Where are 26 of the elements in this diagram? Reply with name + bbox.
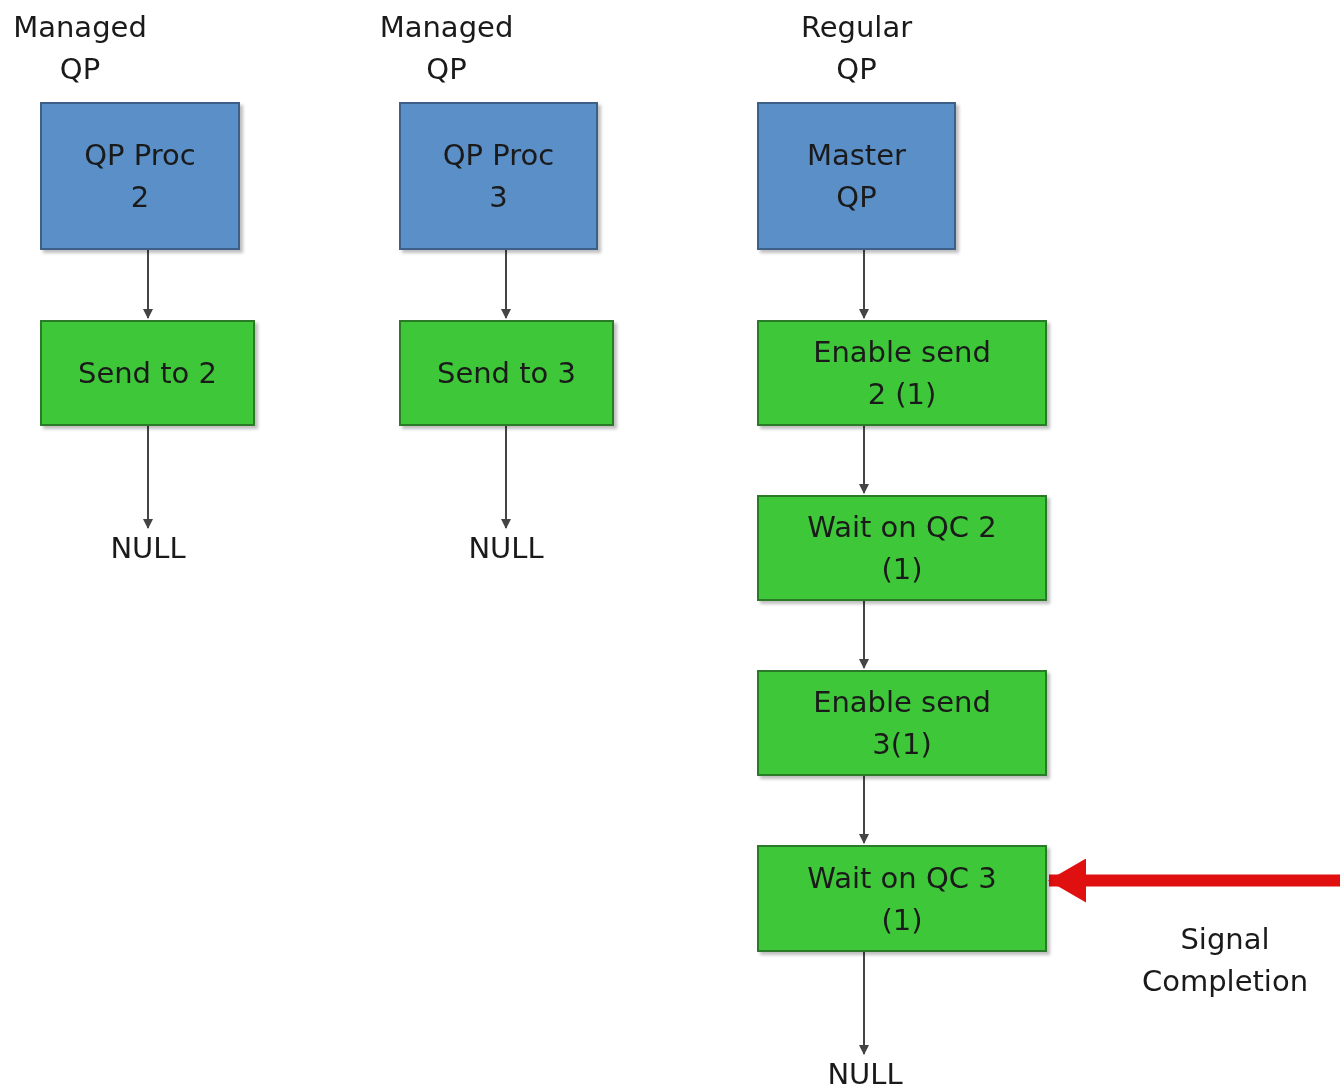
process-box: Send to 3	[399, 320, 614, 426]
signal-arrow	[1048, 858, 1340, 903]
terminal-text: NULL	[810, 1056, 920, 1090]
process-box: QP Proc 3	[399, 102, 598, 250]
arrow	[859, 951, 869, 1055]
column-heading: Managed QP	[378, 9, 515, 88]
process-box: Enable send 2 (1)	[757, 320, 1047, 426]
process-box: Master QP	[757, 102, 956, 250]
terminal-text: NULL	[93, 530, 203, 566]
arrow	[501, 425, 511, 529]
process-box: Wait on QC 3 (1)	[757, 845, 1047, 952]
process-box: Wait on QC 2 (1)	[757, 495, 1047, 601]
arrow	[143, 425, 153, 529]
arrow	[859, 249, 869, 319]
process-box: Enable send 3(1)	[757, 670, 1047, 776]
arrow	[143, 249, 153, 319]
arrow	[859, 425, 869, 494]
column-heading: Regular QP	[799, 9, 914, 88]
edge-label: Signal Completion	[1140, 921, 1310, 1000]
arrow	[859, 600, 869, 669]
arrow	[501, 249, 511, 319]
process-box: QP Proc 2	[40, 102, 240, 250]
column-heading: Managed QP	[12, 9, 148, 88]
arrow	[859, 775, 869, 844]
process-box: Send to 2	[40, 320, 255, 426]
terminal-text: NULL	[451, 530, 561, 566]
